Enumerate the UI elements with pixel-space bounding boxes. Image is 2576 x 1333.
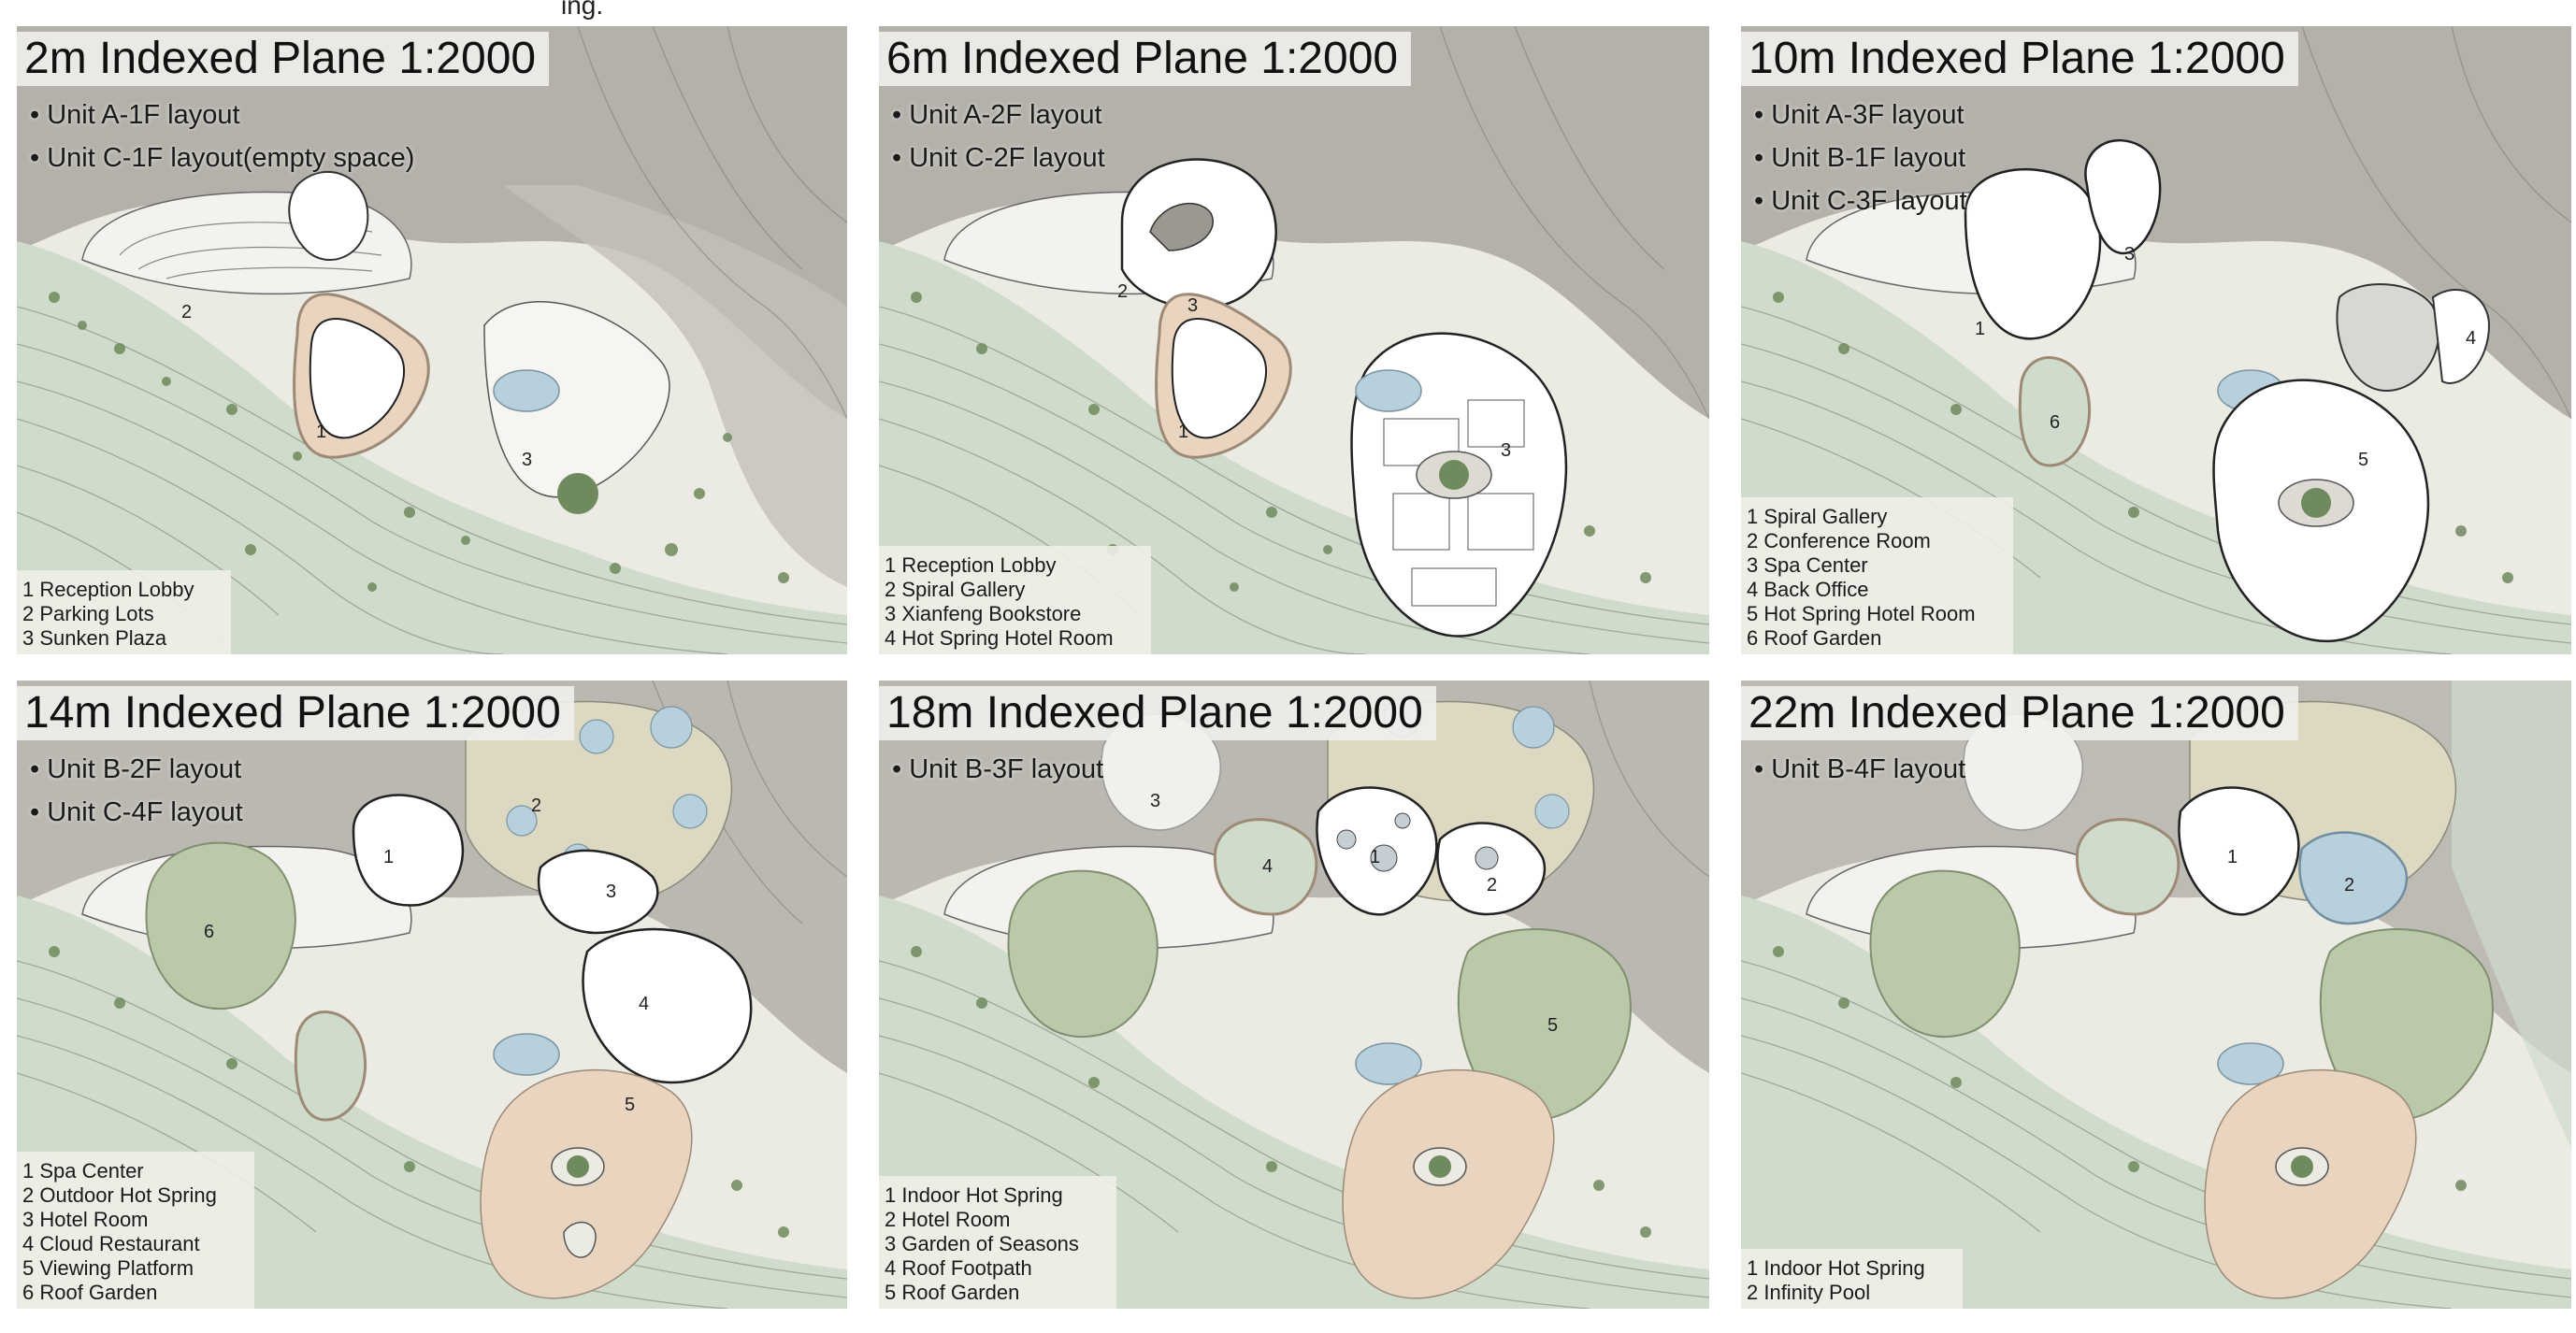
legend-item: 1 Indoor Hot Spring [885,1183,1063,1207]
legend-item: 1 Reception Lobby [885,553,1057,577]
unit-item: Unit A-2F layout [892,93,1105,136]
legend-item: 4 Cloud Restaurant [22,1232,200,1255]
legend-item: 1 Spiral Gallery [1747,505,1888,528]
legend-item: 5 Hot Spring Hotel Room [1747,602,1976,625]
unit-item: Unit A-1F layout [30,93,414,136]
unit-item: Unit A-3F layout [1754,93,1967,136]
plan-marker: 3 [606,882,616,902]
legend-item: 6 Roof Garden [1747,626,1882,650]
plan-marker: 2 [531,796,541,816]
panel-18m-plane: 1 2 3 4 5 18m Indexed Plane 1:2000 Unit … [879,681,1709,1309]
legend: 1 Spa Center 2 Outdoor Hot Spring 3 Hote… [17,1152,254,1309]
unit-list: Unit B-3F layout [892,748,1103,791]
plan-marker: 3 [2124,244,2135,265]
legend-item: 2 Infinity Pool [1747,1281,1871,1304]
panel-title-bar: 2m Indexed Plane 1:2000 [17,32,550,86]
panel-title-bar: 10m Indexed Plane 1:2000 [1741,32,2298,86]
plan-marker: 6 [2050,412,2060,433]
plan-marker: 2 [2344,875,2354,896]
unit-item: Unit B-3F layout [892,748,1103,791]
unit-list: Unit A-3F layout Unit B-1F layout Unit C… [1754,93,1967,222]
legend-item: 2 Conference Room [1747,529,1931,552]
panel-title-bar: 6m Indexed Plane 1:2000 [879,32,1412,86]
legend-item: 3 Hotel Room [22,1208,149,1231]
legend-item: 5 Viewing Platform [22,1256,194,1280]
plan-marker: 5 [1547,1015,1558,1036]
legend-item: 2 Parking Lots [22,602,154,625]
plan-marker: 4 [2466,328,2476,349]
panel-title-bar: 14m Indexed Plane 1:2000 [17,686,574,740]
panel-14m-plane: 1 2 3 4 5 6 14m Indexed Plane 1:2000 Uni… [17,681,847,1309]
unit-list: Unit A-2F layout Unit C-2F layout [892,93,1105,179]
legend-item: 1 Spa Center [22,1159,144,1182]
plan-marker: 6 [204,922,214,942]
plan-marker: 1 [1370,847,1380,867]
plan-marker: 1 [2227,847,2238,867]
unit-item: Unit C-3F layout [1754,179,1967,222]
plan-drawing: 2 1 3 [17,26,847,654]
panel-22m-plane: 1 2 22m Indexed Plane 1:2000 Unit B-4F l… [1741,681,2571,1309]
plan-marker: 1 [1975,319,1985,339]
plan-marker: 3 [1501,440,1511,461]
plan-marker: 2 [1117,281,1128,302]
unit-list: Unit B-4F layout [1754,748,1965,791]
legend-item: 6 Roof Garden [22,1281,158,1304]
panel-title-bar: 18m Indexed Plane 1:2000 [879,686,1436,740]
plan-marker: 3 [1187,295,1198,316]
top-caption-fragment: ing. [561,0,604,20]
panel-title: 10m Indexed Plane 1:2000 [1749,34,2285,83]
legend-item: 1 Indoor Hot Spring [1747,1256,1925,1280]
panel-title: 2m Indexed Plane 1:2000 [24,34,537,83]
legend-item: 5 Roof Garden [885,1281,1020,1304]
panel-title: 22m Indexed Plane 1:2000 [1749,688,2285,738]
plan-marker: 4 [1262,856,1273,877]
panel-title: 6m Indexed Plane 1:2000 [886,34,1399,83]
unit-list: Unit A-1F layout Unit C-1F layout(empty … [30,93,414,179]
legend-item: 3 Xianfeng Bookstore [885,602,1082,625]
panel-title: 14m Indexed Plane 1:2000 [24,688,561,738]
legend: 1 Spiral Gallery 2 Conference Room 3 Spa… [1741,497,2013,654]
legend-item: 4 Hot Spring Hotel Room [885,626,1114,650]
legend-item: 3 Sunken Plaza [22,626,167,650]
legend-item: 2 Outdoor Hot Spring [22,1183,217,1207]
plan-marker: 3 [522,450,532,470]
unit-item: Unit C-1F layout(empty space) [30,136,414,179]
legend-item: 4 Roof Footpath [885,1256,1032,1280]
legend-item: 4 Back Office [1747,578,1869,601]
unit-item: Unit C-4F layout [30,791,243,834]
plan-marker: 2 [181,302,192,322]
plan-marker: 1 [1178,422,1188,442]
plan-marker: 5 [2358,450,2368,470]
legend: 1 Reception Lobby 2 Parking Lots 3 Sunke… [17,570,232,654]
plan-marker: 1 [383,847,394,867]
legend: 1 Reception Lobby 2 Spiral Gallery 3 Xia… [879,546,1151,654]
plan-marker: 2 [1487,875,1497,896]
unit-item: Unit B-1F layout [1754,136,1967,179]
unit-item: Unit B-4F layout [1754,748,1965,791]
legend-item: 2 Hotel Room [885,1208,1011,1231]
unit-item: Unit B-2F layout [30,748,243,791]
plan-marker: 5 [625,1095,635,1115]
panel-6m-plane: 1 2 3 3 6m Indexed Plane 1:2000 Unit A-2… [879,26,1709,654]
panel-10m-plane: 1 3 4 5 6 10m Indexed Plane 1:2000 Unit … [1741,26,2571,654]
plan-marker: 1 [316,422,326,442]
panel-title-bar: 22m Indexed Plane 1:2000 [1741,686,2298,740]
plan-marker: 3 [1150,791,1160,811]
legend: 1 Indoor Hot Spring 2 Hotel Room 3 Garde… [879,1176,1116,1309]
unit-list: Unit B-2F layout Unit C-4F layout [30,748,243,834]
legend: 1 Indoor Hot Spring 2 Infinity Pool [1741,1249,1963,1309]
panel-title: 18m Indexed Plane 1:2000 [886,688,1423,738]
legend-item: 3 Garden of Seasons [885,1232,1079,1255]
legend-item: 2 Spiral Gallery [885,578,1026,601]
panel-2m-plane: 2 1 3 2m Indexed Plane 1:2000 Unit A-1F … [17,26,847,654]
plan-marker: 4 [639,994,649,1014]
legend-item: 1 Reception Lobby [22,578,194,601]
unit-item: Unit C-2F layout [892,136,1105,179]
legend-item: 3 Spa Center [1747,553,1868,577]
